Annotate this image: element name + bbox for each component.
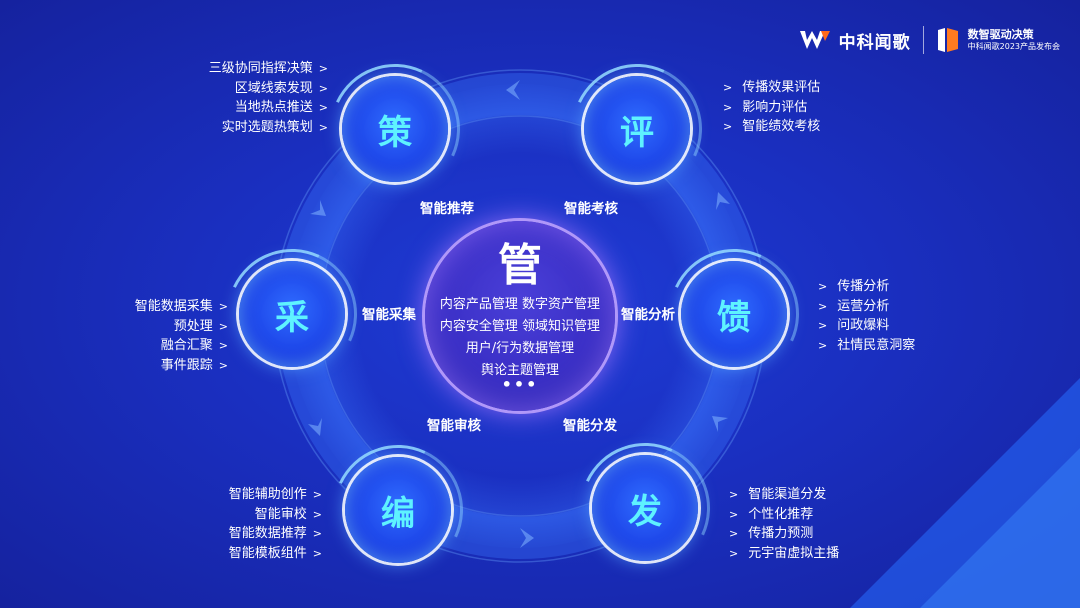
list-item: >运营分析 (818, 297, 915, 317)
wengo-logo-icon (799, 31, 830, 49)
node-ping-evaluate: 评 (553, 45, 721, 213)
list-item: >传播力预测 (729, 524, 839, 544)
chevron-right-icon: > (312, 546, 322, 560)
center-line: 内容安全管理 领域知识管理 (439, 319, 601, 334)
chevron-right-icon: > (723, 120, 733, 133)
chevron-right-icon: > (729, 527, 739, 540)
list-item: 智能数据推荐> (229, 524, 322, 544)
node-fa-publish: 发 (561, 424, 729, 592)
list-item: >传播效果评估 (723, 78, 820, 98)
chevron-right-icon: > (723, 81, 733, 94)
op-label-recommend: 智能推荐 (420, 201, 474, 217)
center-hub-management: 管 内容产品管理 数字资产管理 内容安全管理 领域知识管理 用户/行为数据管理 … (425, 221, 615, 411)
center-line: 舆论主题管理 (480, 363, 559, 378)
list-item: 区域线索发现> (209, 79, 328, 99)
list-item: 三级协同指挥决策> (209, 59, 328, 79)
center-ellipsis: ••• (501, 375, 539, 394)
chevron-right-icon: > (218, 319, 228, 333)
list-item: >问政爆料 (818, 316, 915, 336)
corner-decoration-inner (920, 448, 1080, 608)
node-ping-label: 评 (620, 112, 654, 153)
list-item: >智能绩效考核 (723, 117, 820, 137)
chevron-right-icon: > (318, 62, 328, 75)
chevron-right-icon: > (218, 300, 228, 313)
center-title: 管 (498, 240, 542, 291)
list-ce: 三级协同指挥决策> 区域线索发现> 当地热点推送> 实时选题热策划> (209, 59, 328, 137)
list-fa: >智能渠道分发 >个性化推荐 >传播力预测 >元宇宙虚拟主播 (729, 485, 839, 563)
chevron-right-icon: > (729, 488, 739, 501)
chevron-right-icon: > (312, 488, 322, 501)
chevron-right-icon: > (729, 546, 739, 560)
node-ce-label: 策 (378, 112, 412, 153)
op-label-assess: 智能考核 (564, 201, 618, 217)
list-item: 智能辅助创作> (229, 485, 322, 505)
op-label-analyze: 智能分析 (621, 307, 675, 323)
chevron-right-icon: > (318, 101, 328, 114)
list-item: >传播分析 (818, 277, 915, 297)
node-cai-label: 采 (275, 297, 309, 338)
list-kui: >传播分析 >运营分析 >问政爆料 >社情民意洞察 (818, 277, 915, 355)
list-item: >智能渠道分发 (729, 485, 839, 505)
brand-name: 中科闻歌 (838, 32, 911, 53)
list-item: 智能数据采集> (135, 297, 228, 317)
list-cai: 智能数据采集> 预处理> 融合汇聚> 事件跟踪> (135, 297, 228, 375)
chevron-right-icon: > (818, 319, 828, 332)
node-ce-strategy: 策 (311, 45, 479, 213)
list-ping: >传播效果评估 >影响力评估 >智能绩效考核 (723, 78, 820, 137)
chevron-right-icon: > (723, 100, 733, 114)
list-item: >社情民意洞察 (818, 336, 915, 356)
logo-event-name: 中科闻歌2023产品发布会 (967, 41, 1060, 51)
chevron-right-icon: > (312, 507, 322, 521)
list-item: >影响力评估 (723, 98, 820, 118)
list-item: 当地热点推送> (209, 98, 328, 118)
event-logo-icon (937, 28, 958, 52)
chevron-right-icon: > (318, 81, 328, 95)
center-line: 用户/行为数据管理 (465, 341, 575, 356)
list-item: 智能审校> (229, 505, 322, 525)
list-item: 预处理> (135, 317, 228, 337)
node-kui-label: 馈 (717, 297, 751, 338)
node-cai-collect: 采 (208, 230, 376, 398)
list-item: >个性化推荐 (729, 505, 839, 525)
node-kui-feedback: 馈 (650, 230, 818, 398)
chevron-right-icon: > (729, 507, 739, 521)
chevron-right-icon: > (818, 280, 828, 293)
node-bian-label: 编 (381, 493, 415, 534)
node-fa-label: 发 (628, 491, 662, 532)
brand-logo: 中科闻歌 数智驱动决策 中科闻歌2023产品发布会 (799, 26, 1060, 54)
node-bian-edit: 编 (314, 426, 482, 594)
chevron-right-icon: > (218, 339, 228, 352)
chevron-right-icon: > (312, 527, 322, 540)
corner-decoration (850, 378, 1080, 608)
op-label-collect: 智能采集 (362, 307, 416, 323)
center-line: 内容产品管理 数字资产管理 (439, 297, 601, 312)
list-bian: 智能辅助创作> 智能审校> 智能数据推荐> 智能模板组件> (229, 485, 322, 563)
op-label-distribute: 智能分发 (563, 418, 617, 434)
list-item: 事件跟踪> (135, 356, 228, 376)
chevron-right-icon: > (318, 120, 328, 134)
chevron-right-icon: > (218, 358, 228, 372)
chevron-right-icon: > (818, 299, 828, 313)
list-item: >元宇宙虚拟主播 (729, 544, 839, 564)
list-item: 实时选题热策划> (209, 118, 328, 138)
logo-tagline: 数智驱动决策 (967, 28, 1034, 42)
chevron-right-icon: > (818, 338, 828, 352)
list-item: 智能模板组件> (229, 544, 322, 564)
list-item: 融合汇聚> (135, 336, 228, 356)
logo-divider (922, 26, 924, 54)
op-label-review: 智能审核 (427, 418, 481, 434)
